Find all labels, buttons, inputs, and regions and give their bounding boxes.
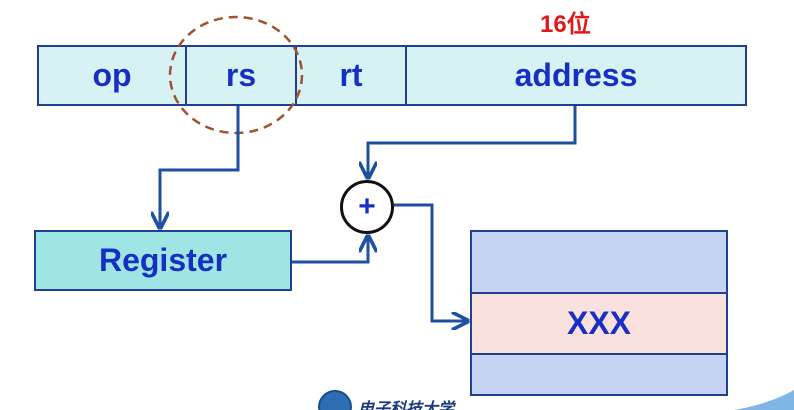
university-name: 电子科技大学 xyxy=(358,399,455,410)
register-box: Register xyxy=(34,230,292,291)
adder-circle: + xyxy=(340,180,394,234)
memory-cell-target: XXX xyxy=(472,292,726,353)
arrow-register-to-adder xyxy=(292,238,368,264)
memory-block: XXX xyxy=(470,230,728,396)
bits-label: 16位 xyxy=(540,11,591,38)
field-op: op xyxy=(92,57,132,93)
university-seal-icon xyxy=(318,390,352,410)
arrow-rs-to-register xyxy=(160,106,240,226)
arrow-address-to-adder xyxy=(368,106,577,176)
field-address: address xyxy=(405,47,745,104)
memory-cell-top xyxy=(472,232,726,292)
field-rt: rt xyxy=(295,47,405,104)
instruction-format: op rs rt address xyxy=(37,45,747,106)
corner-decoration xyxy=(734,390,794,410)
memory-cell-bottom xyxy=(472,353,726,394)
field-rs: rs xyxy=(185,47,295,104)
university-logo: 电子科技大学 xyxy=(318,390,454,410)
arrow-adder-to-memory xyxy=(394,203,466,321)
